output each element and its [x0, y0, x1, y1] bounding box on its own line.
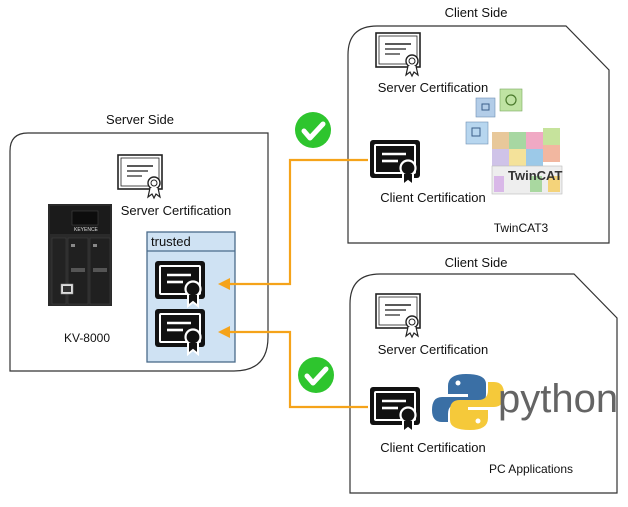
client-bottom-title: Client Side — [445, 255, 508, 270]
arrow-head-icon — [218, 326, 230, 338]
trust-connector-bottom — [218, 326, 368, 409]
python-logo-text: python — [498, 377, 618, 421]
twincat-logo-image: TwinCAT — [465, 88, 562, 195]
client-top-title: Client Side — [445, 5, 508, 20]
client-bottom-client-cert-label: Client Certification — [380, 440, 486, 455]
plc-device-image: KEYENCE — [48, 204, 112, 306]
trusted-label: trusted — [151, 234, 191, 249]
verified-check-icon — [298, 357, 334, 393]
twincat-app-label: TwinCAT3 — [494, 221, 549, 235]
verified-check-icon — [295, 112, 331, 148]
server-cert-label: Server Certification — [121, 203, 232, 218]
plc-device-label: KV-8000 — [64, 331, 110, 345]
twincat-logo-text: TwinCAT — [508, 168, 562, 183]
plc-brand-label: KEYENCE — [74, 227, 99, 233]
trust-connector-top — [218, 158, 368, 290]
client-top-server-cert-label: Server Certification — [378, 80, 489, 95]
arrow-head-icon — [218, 278, 230, 290]
server-side-title: Server Side — [106, 112, 174, 127]
python-logo-icon — [432, 374, 504, 430]
client-bottom-server-cert-label: Server Certification — [378, 342, 489, 357]
pc-applications-label: PC Applications — [489, 462, 573, 476]
client-top-client-cert-label: Client Certification — [380, 190, 486, 205]
